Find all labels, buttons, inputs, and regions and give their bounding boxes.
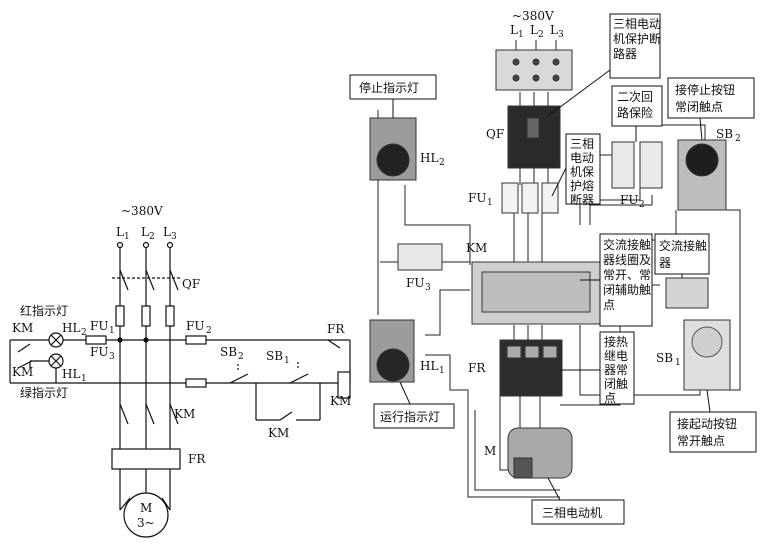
svg-text:3: 3 [109, 352, 115, 362]
svg-text:2: 2 [538, 30, 544, 40]
schematic-phase-l2-sub: 2 [149, 232, 155, 242]
wiring-components [369, 49, 731, 479]
svg-text:2: 2 [81, 328, 87, 338]
motor-callout-box [531, 499, 625, 525]
run-lamp-callout-box [373, 403, 455, 429]
fuse-callout-box [565, 133, 601, 205]
schematic-phase-l1: L [116, 225, 124, 239]
schematic-labels: ~380V L 1 L 2 L 3 QF FU 1 FU 2 FU 3 红指示灯… [12, 204, 351, 530]
schematic-fr-label: FR [188, 452, 206, 466]
svg-text:L: L [530, 23, 538, 37]
svg-text:1: 1 [487, 198, 493, 208]
leader-lines [392, 69, 711, 501]
svg-text:1: 1 [518, 30, 524, 40]
svg-text:1: 1 [81, 374, 87, 384]
svg-text:1: 1 [109, 326, 115, 336]
secondary-fuse-callout-box [611, 85, 663, 127]
svg-text:L: L [510, 23, 518, 37]
coil-callout-box [599, 233, 653, 327]
relay-callout-box [599, 331, 635, 405]
stop-button-callout-box [667, 77, 755, 119]
callout-texts: 三相电动机保护断路器 停止指示灯 三相电动机保护熔断器 二次回路保险 接停止按钮… [359, 17, 737, 520]
run-lamp-callout: 运行指示灯 [380, 409, 440, 424]
schematic-km-coil-label: KM [330, 394, 351, 408]
wiring-fu1-label: FU [468, 191, 486, 205]
schematic-fu3-label: FU [90, 345, 108, 359]
schematic-km-hold-label: KM [268, 426, 289, 440]
wiring-motor-label: M [484, 444, 496, 458]
schematic-fr-contact-label: FR [327, 322, 345, 336]
stop-lamp-callout-box [349, 74, 437, 100]
wiring-fu3-label: FU [406, 276, 424, 290]
wiring-fr-label: FR [468, 361, 486, 375]
svg-text:L: L [550, 23, 558, 37]
breaker-callout-box [609, 13, 661, 79]
wiring-qf-label: QF [486, 127, 504, 141]
svg-text:3: 3 [425, 283, 431, 293]
svg-text:2: 2 [206, 326, 212, 336]
schematic-phase-l2: L [141, 225, 149, 239]
secondary-fuse-callout: 二次回路保险 [617, 90, 653, 120]
relay-callout: 接热继电器常闭触点 [604, 334, 628, 405]
start-button-callout-box [669, 411, 757, 453]
schematic-hl2-label: HL [62, 321, 80, 335]
motor-m-label: M [140, 501, 152, 515]
breaker-callout: 三相电动机保护断路器 [613, 17, 661, 61]
wiring-km-label: KM [466, 241, 487, 255]
schematic [9, 241, 351, 538]
svg-text:2: 2 [639, 200, 645, 210]
svg-text:3: 3 [558, 30, 564, 40]
schematic-supply-label: ~380V [121, 204, 163, 218]
wiring-hl1-label: HL [420, 359, 438, 373]
fuse-callout: 三相电动机保护熔断器 [570, 137, 594, 207]
wiring-fu2-label: FU [620, 193, 638, 207]
coil-callout: 交流接触器线圈及常开、常闭辅助触点 [603, 237, 651, 312]
schematic-sb2-label: SB [220, 345, 237, 359]
schematic-hl1-label: HL [62, 367, 80, 381]
wiring-hl2-label: HL [420, 151, 438, 165]
stop-lamp-callout: 停止指示灯 [359, 80, 419, 95]
schematic-phase-l1-sub: 1 [124, 232, 130, 242]
start-button-callout: 接起动按钮常开触点 [677, 416, 737, 448]
contactor-callout: 交流接触器 [659, 238, 707, 270]
schematic-km-lamp-2: KM [12, 365, 33, 379]
schematic-sb1-label: SB [266, 349, 283, 363]
svg-text:2: 2 [439, 158, 445, 168]
green-lamp-label: 绿指示灯 [20, 385, 68, 400]
stop-button-callout: 接停止按钮常闭触点 [675, 82, 735, 114]
red-lamp-label: 红指示灯 [20, 303, 68, 318]
schematic-qf-label: QF [182, 277, 200, 291]
schematic-km-lamp-1: KM [12, 321, 33, 335]
svg-text:1: 1 [284, 356, 290, 366]
svg-text:1: 1 [439, 366, 445, 376]
wiring-supply-label: ~380V [512, 9, 554, 23]
wiring-sb2-label: SB [716, 127, 733, 141]
schematic-phase-l3-sub: 3 [171, 232, 177, 242]
svg-text:2: 2 [238, 352, 244, 362]
svg-text:2: 2 [735, 134, 741, 144]
svg-text:1: 1 [675, 358, 681, 368]
motor-phase-label: 3~ [137, 516, 155, 530]
schematic-fu2-label: FU [186, 319, 204, 333]
schematic-km-main-label: KM [174, 407, 195, 421]
wiring-sb1-label: SB [656, 351, 673, 365]
schematic-phase-l3: L [163, 225, 171, 239]
motor-callout: 三相电动机 [542, 506, 602, 520]
schematic-fu1-label: FU [90, 319, 108, 333]
